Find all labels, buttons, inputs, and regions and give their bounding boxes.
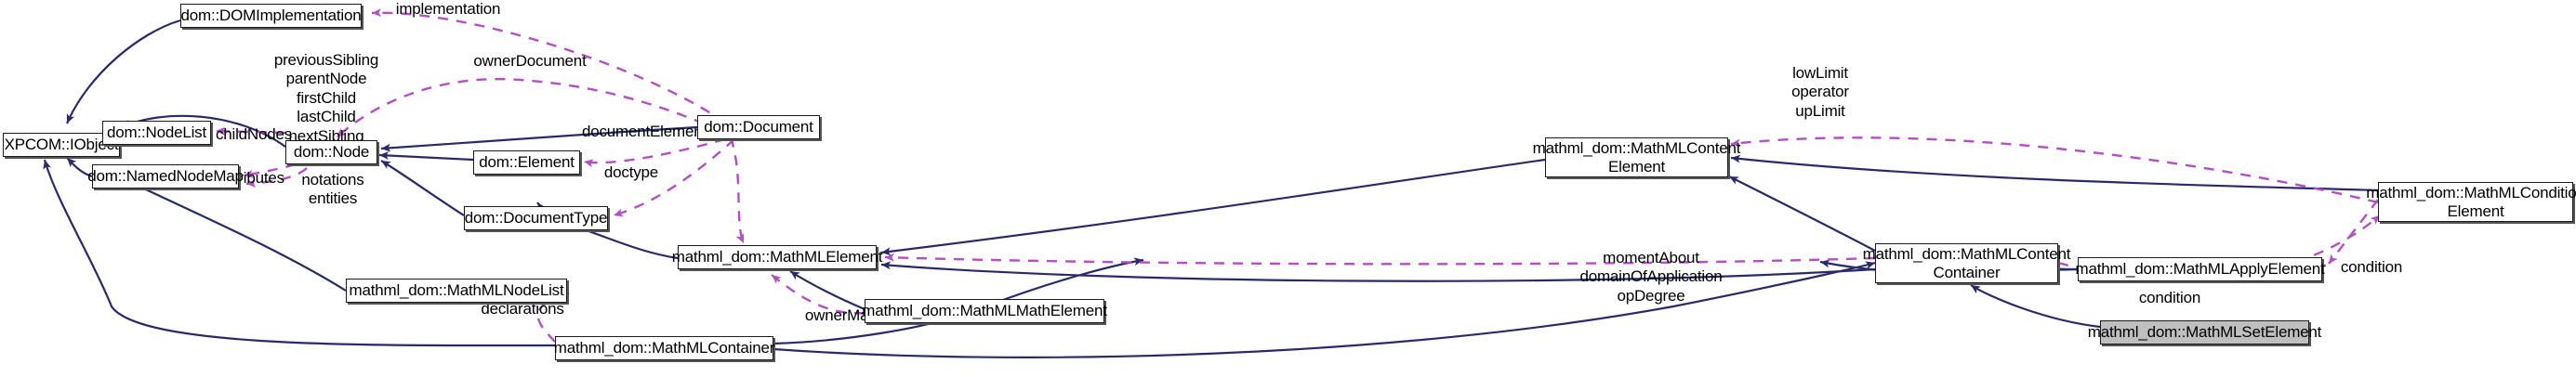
class-node-contentelement[interactable]: mathml_dom::MathMLContent Element: [1533, 137, 1741, 177]
edge-label-notations: notations entities: [301, 171, 364, 208]
class-node-iobject[interactable]: XPCOM::IObject: [3, 133, 120, 157]
class-node-mathmlcontainer[interactable]: mathml_dom::MathMLContainer: [554, 336, 774, 360]
edge-label-momentabout: momentAbout domainOfApplication opDegree: [1579, 249, 1723, 305]
class-node-document[interactable]: dom::Document: [697, 115, 820, 139]
edge-label-implementation: implementation: [395, 0, 501, 18]
edge-label-doctype: doctype: [603, 163, 659, 181]
edge-label-condition-low: condition: [2138, 289, 2201, 306]
class-node-element[interactable]: dom::Element: [473, 150, 580, 175]
edge-label-lowlimit: lowLimit operator upLimit: [1791, 64, 1849, 120]
class-node-node[interactable]: dom::Node: [285, 140, 377, 164]
class-node-documenttype[interactable]: dom::DocumentType: [464, 206, 608, 230]
class-node-namednodemap[interactable]: dom::NamedNodeMap: [87, 164, 244, 188]
class-node-contentcontainer[interactable]: mathml_dom::MathMLContent Container: [1863, 243, 2071, 283]
class-node-mathmlmath[interactable]: mathml_dom::MathMLMathElement: [862, 299, 1107, 323]
class-node-setelement[interactable]: mathml_dom::MathMLSetElement: [2088, 320, 2321, 344]
class-node-mathmlnodelist[interactable]: mathml_dom::MathMLNodeList: [346, 279, 567, 303]
class-node-applyelement[interactable]: mathml_dom::MathMLApplyElement: [2076, 257, 2325, 281]
class-node-domimpl[interactable]: dom::DOMImplementation: [180, 4, 362, 28]
class-node-nodelist[interactable]: dom::NodeList: [102, 121, 211, 145]
edge-label-ownerdocument: ownerDocument: [473, 52, 587, 70]
edge-label-condition-top: condition: [2340, 258, 2403, 276]
inheritance-edges: [43, 19, 2379, 358]
class-node-mathmlelement[interactable]: mathml_dom::MathMLElement: [672, 245, 882, 269]
class-node-conditionelement[interactable]: mathml_dom::MathMLCondition Element: [2366, 182, 2576, 222]
